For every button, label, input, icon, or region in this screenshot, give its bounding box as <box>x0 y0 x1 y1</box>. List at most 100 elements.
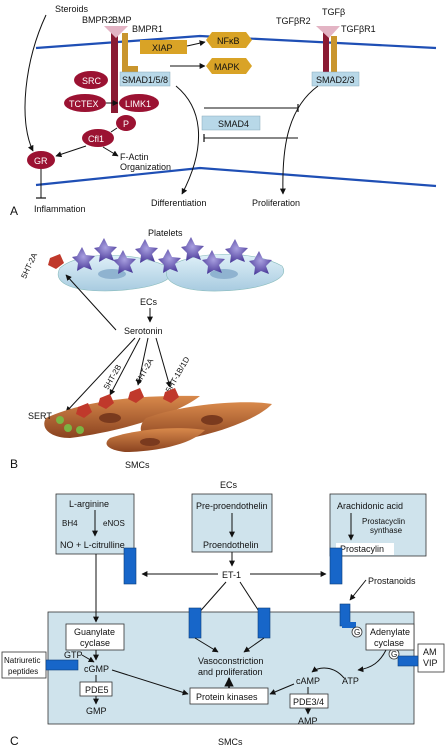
xiap-box <box>140 40 187 54</box>
panel-c-label: C <box>10 734 19 748</box>
nfkb-box <box>206 32 252 48</box>
protein-kinases-label: Protein kinases <box>196 692 258 702</box>
factin-label-1: F-Actin <box>120 152 149 162</box>
am-vip-label-1: AM <box>423 647 437 657</box>
platelet <box>72 247 95 271</box>
atp-label: ATP <box>342 676 359 686</box>
p-label: P <box>123 119 129 129</box>
pde34-label: PDE3/4 <box>293 697 324 707</box>
tgfbr2-receptor <box>323 32 329 74</box>
platelet-group <box>72 237 272 275</box>
enos-label: eNOS <box>103 519 125 528</box>
platelet <box>113 250 136 274</box>
l-arginine-label: L-arginine <box>69 499 109 509</box>
proliferation-label: Proliferation <box>252 198 300 208</box>
et1-label: ET-1 <box>222 570 241 580</box>
r2b-label: 5HT-2B <box>102 363 123 391</box>
sert-transporter <box>64 424 72 432</box>
xiap-label: XIAP <box>152 43 173 53</box>
steroids-label: Steroids <box>55 4 89 14</box>
prostacyclin-synthase-label-2: synthase <box>370 526 403 535</box>
npr-receptor <box>45 659 79 671</box>
5ht-receptor <box>128 388 144 403</box>
etb-receptor-ec <box>329 547 343 585</box>
panel-b-label: B <box>10 457 18 471</box>
smcs-c-label: SMCs <box>218 737 243 747</box>
src-label: SRC <box>82 76 102 86</box>
smad158-box <box>119 71 171 87</box>
smad4-label: SMAD4 <box>218 119 249 129</box>
nfkb-label: NFκB <box>217 36 240 46</box>
adenylate-cyclase-box <box>365 623 415 651</box>
5ht-receptor <box>163 388 179 403</box>
cfl1-node <box>82 129 114 147</box>
natriuretic-label-1: Natriuretic <box>4 656 40 665</box>
smad23-label: SMAD2/3 <box>316 75 355 85</box>
sert-transporter <box>76 426 84 434</box>
am-vip-label-2: VIP <box>423 658 438 668</box>
proendothelin-label: Proendothelin <box>203 540 259 550</box>
platelet <box>181 237 204 261</box>
smad158-label: SMAD1/5/8 <box>122 75 168 85</box>
limk1-label: LIMK1 <box>125 99 151 109</box>
smcs-b-label: SMCs <box>125 460 150 470</box>
eta-receptor-ec <box>123 547 137 585</box>
smad23-box <box>311 71 360 87</box>
vaso-label-2: and proliferation <box>198 667 263 677</box>
tgfbr1-receptor <box>331 36 337 74</box>
etb-receptor-smc <box>257 607 271 639</box>
platelet <box>158 249 181 273</box>
5ht2a-receptor-top <box>48 254 64 269</box>
sert-label: SERT <box>28 411 52 421</box>
tgfbr1-label: TGFβR1 <box>341 24 376 34</box>
bh4-label: BH4 <box>62 519 78 528</box>
tgfbr2-label: TGFβR2 <box>276 16 311 26</box>
p-node <box>116 115 136 131</box>
5ht-receptor <box>98 394 114 409</box>
g-label: G <box>354 628 360 637</box>
guanylate-label-1: Guanylate <box>74 627 115 637</box>
natriuretic-label-2: peptides <box>8 667 38 676</box>
tgfb-ligand <box>316 26 340 38</box>
am-vip-receptor <box>397 655 419 667</box>
prostacyclin-synthase-label-1: Prostacyclin <box>362 517 405 526</box>
platelet <box>202 250 225 274</box>
5ht-receptor <box>76 403 92 418</box>
tctex-node <box>64 94 106 112</box>
sert-transporter <box>56 416 64 424</box>
g-protein <box>351 626 363 638</box>
src-node <box>74 71 108 89</box>
amp-label: AMP <box>298 716 318 726</box>
guanylate-cyclase-box <box>65 623 125 651</box>
mapk-box <box>206 58 252 74</box>
platelet <box>135 239 158 263</box>
receptor-top-label: 5HT-2A <box>19 251 39 280</box>
bmp-ligand <box>104 26 128 38</box>
pre-proendothelin-label: Pre-proendothelin <box>196 501 268 511</box>
bmpr2-receptor <box>111 29 118 113</box>
mapk-label: MAPK <box>214 62 240 72</box>
gr-node <box>27 151 55 169</box>
prostanoids-label: Prostanoids <box>368 576 416 586</box>
panel-b: Platelets 5HT-2A ECs Serotonin <box>10 228 285 471</box>
cfl1-label: Cfl1 <box>88 134 104 144</box>
pde5-label: PDE5 <box>85 685 109 695</box>
membrane-bottom <box>35 166 437 188</box>
eta-receptor-smc <box>188 607 202 639</box>
g-label: G <box>391 650 397 659</box>
gr-label: GR <box>34 156 48 166</box>
adenylate-label-2: cyclase <box>374 638 404 648</box>
membrane-top <box>35 34 437 50</box>
adenylate-label-1: Adenylate <box>370 627 410 637</box>
factin-label-2: Organization <box>120 162 171 172</box>
gtp-label: GTP <box>64 650 83 660</box>
limk1-node <box>119 94 159 112</box>
smad4-box <box>201 115 261 131</box>
inflammation-label: Inflammation <box>34 204 86 214</box>
natriuretic-box <box>1 651 47 679</box>
differentiation-label: Differentiation <box>151 198 206 208</box>
tctex-label: TCTEX <box>69 99 99 109</box>
serotonin-label: Serotonin <box>124 326 163 336</box>
platelet <box>249 251 272 275</box>
